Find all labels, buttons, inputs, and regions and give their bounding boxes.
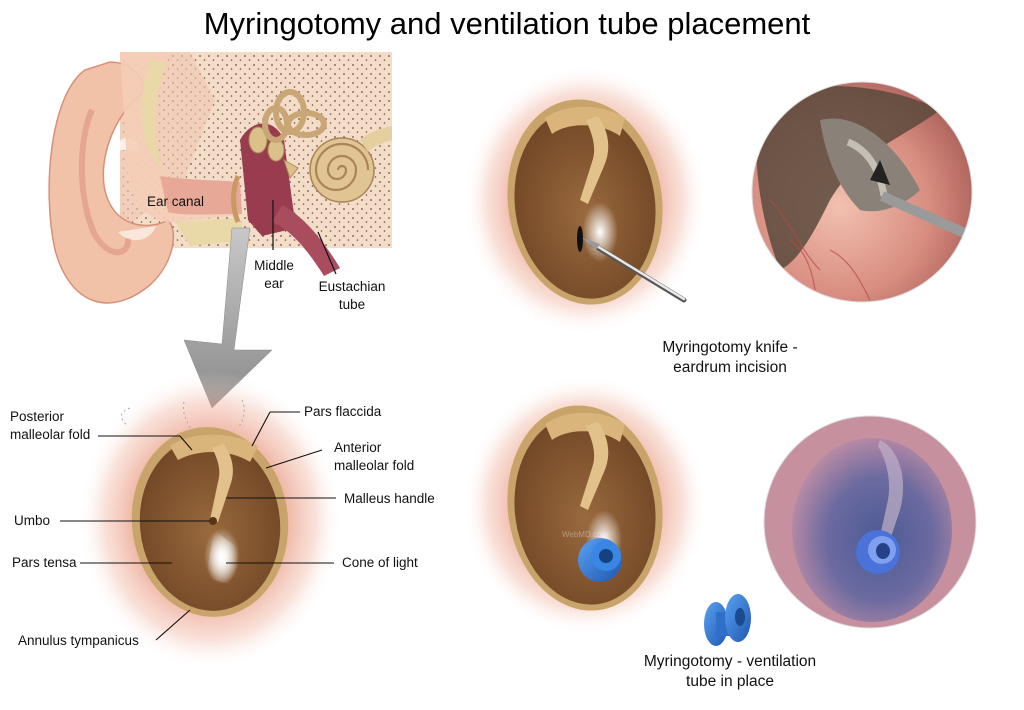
label-middle-ear-line2: ear bbox=[264, 276, 284, 291]
label-leaders bbox=[60, 411, 336, 641]
ear-canal bbox=[160, 176, 242, 215]
label-cone-of-light: Cone of light bbox=[342, 555, 418, 570]
label-anterior-fold-line1: Anterior bbox=[334, 440, 382, 455]
tube-illustration bbox=[463, 375, 707, 635]
malleus-handle bbox=[210, 444, 233, 522]
eustachian-leader bbox=[317, 231, 337, 275]
diagram-title: Myringotomy and ventilation tube placeme… bbox=[203, 6, 811, 41]
cochlea bbox=[309, 137, 375, 203]
label-anterior-fold-line2: malleolar fold bbox=[334, 458, 415, 473]
label-middle-ear-line1: Middle bbox=[254, 258, 294, 273]
label-pars-flaccida: Pars flaccida bbox=[304, 404, 382, 419]
label-eustachian-line1: Eustachian bbox=[318, 279, 386, 294]
caption-knife-line1: Myringotomy knife - bbox=[662, 339, 798, 356]
label-posterior-fold-line2: malleolar fold bbox=[10, 427, 91, 442]
caption-knife-line2: eardrum incision bbox=[673, 359, 787, 376]
stapes bbox=[283, 158, 299, 180]
label-pars-tensa: Pars tensa bbox=[12, 555, 77, 570]
caption-tube-line2: tube in place bbox=[686, 673, 774, 690]
tympanic-membrane bbox=[139, 437, 281, 611]
ear-anatomy-illustration bbox=[48, 52, 392, 304]
label-umbo: Umbo bbox=[14, 513, 51, 528]
label-posterior-fold-line1: Posterior bbox=[10, 409, 65, 424]
ventilation-tube-icon bbox=[704, 594, 751, 646]
ventilation-tube-endoscopic bbox=[856, 530, 900, 574]
caption-tube-line1: Myringotomy - ventilation bbox=[643, 653, 817, 670]
ventilation-tube-in-drum bbox=[578, 538, 622, 582]
malleus bbox=[248, 126, 268, 154]
label-eustachian-line2: tube bbox=[338, 297, 366, 312]
incision-slit bbox=[577, 226, 583, 252]
endoscopic-view-incision bbox=[752, 82, 972, 302]
eardrum-anatomy bbox=[60, 370, 342, 670]
myringotomy-knife bbox=[582, 238, 687, 303]
eustachian-tube bbox=[272, 205, 340, 276]
label-ear-canal: Ear canal bbox=[147, 194, 205, 209]
watermark: WebMD.com bbox=[562, 530, 609, 539]
semicircular-canals bbox=[262, 89, 327, 143]
incision-illustration bbox=[463, 65, 707, 335]
umbo-point bbox=[209, 517, 217, 525]
endoscopic-view-tube bbox=[764, 416, 976, 628]
label-annulus-tympanicus: Annulus tympanicus bbox=[18, 633, 139, 648]
label-malleus-handle: Malleus handle bbox=[344, 491, 435, 506]
